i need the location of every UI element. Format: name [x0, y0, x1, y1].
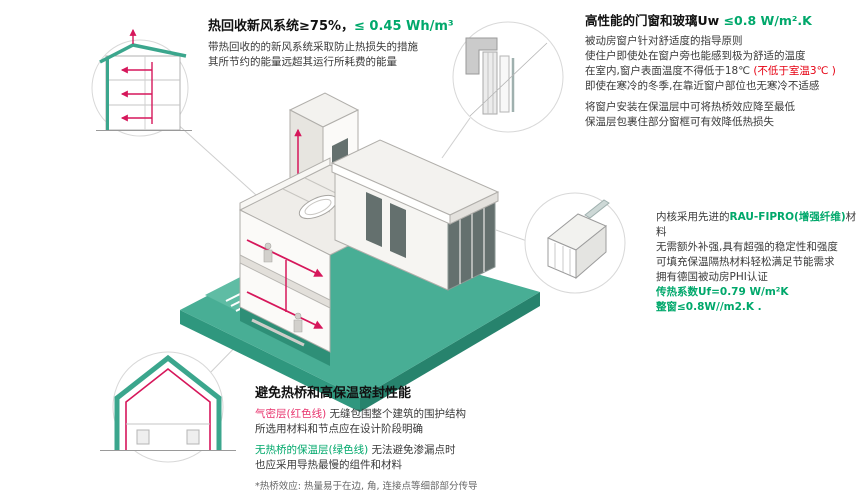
hrv-title-text: 热回收新风系统≥75%，: [208, 19, 355, 34]
ground-skirt-left: [180, 310, 360, 412]
profile-note-line1-a: 内核采用先进的: [656, 211, 730, 223]
house-window: [186, 429, 200, 445]
profile-note-line1: 内核采用先进的RAU-FIPRO(增强纤维)材料: [656, 210, 862, 240]
glazing-fin: [584, 199, 610, 219]
window-note-line1: 被动房窗户针对舒适度的指导原则: [585, 35, 743, 47]
thermal-note-line3-rest: 无法避免渗漏点时: [368, 444, 456, 456]
glass-door: [390, 203, 406, 258]
insulation-layer-label: 无热桥的保温层(绿色线): [255, 444, 369, 456]
thermal-footnote: *热桥效应: 热量易于在边, 角, 连接点等细部部分传导: [255, 481, 478, 492]
thermal-note-line4: 也应采用导热最慢的组件和材料: [255, 459, 402, 471]
thermal-annotation: 避免热桥和高保温密封性能 气密层(红色线) 无缝包围整个建筑的围护结构 所选用材…: [255, 385, 585, 492]
thermal-note-line3: 无热桥的保温层(绿色线) 无法避免渗漏点时: [255, 443, 585, 458]
ventilation-duct-lower: [246, 291, 324, 329]
airtight-layer-label: 气密层(红色线): [255, 408, 327, 420]
kitchen-counter: [251, 318, 305, 347]
profile-note-material: RAU-FIPRO(增强纤维): [729, 211, 846, 223]
window-profile-callout: [524, 192, 626, 294]
profile-note-line4: 拥有德国被动房PHI认证: [656, 271, 768, 283]
thermal-bridge-callout: [100, 351, 236, 463]
window-note-line3-warning: (不低于室温3℃ ): [753, 65, 836, 77]
parapet-wall: [239, 157, 331, 211]
section-cut-face: [239, 209, 331, 353]
window-annotation: 高性能的门窗和玻璃Uw ≤0.8 W/m².K 被动房窗户针对舒适度的指导原则 …: [585, 12, 863, 130]
airtight-layer-red: [125, 367, 211, 450]
window-title: 高性能的门窗和玻璃Uw ≤0.8 W/m².K: [585, 12, 863, 29]
thermal-note-line1: 气密层(红色线) 无缝包围整个建筑的围护结构: [255, 407, 585, 422]
ground-skirt-right: [360, 292, 540, 412]
hrv-annotation: 热回收新风系统≥75%，≤ 0.45 Wh/m³ 带热回收的的新风系统采取防止热…: [208, 18, 518, 70]
window-title-text: 高性能的门窗和玻璃Uw: [585, 13, 724, 28]
thermal-note-line2: 所选用材料和节点应在设计阶段明确: [255, 423, 423, 435]
hrv-note-line1: 带热回收的的新风系统采取防止热损失的措施: [208, 41, 418, 53]
hrv-callout: [91, 28, 192, 137]
window-sash: [499, 55, 510, 113]
insulated-roof-line: [99, 43, 187, 64]
profile-window-u-value: 整窗≤0.8W//m2.K .: [656, 301, 762, 313]
hrv-note-line2: 其所节约的能量远超其运行所耗费的能量: [208, 56, 397, 68]
window-note-line4: 即使在寒冷的冬季,在靠近窗户部位也无寒冷不适感: [585, 80, 820, 92]
thermal-title: 避免热桥和高保温密封性能: [255, 386, 412, 401]
profile-side: [575, 224, 607, 280]
thermal-note-line1-rest: 无缝包围整个建筑的围护结构: [326, 408, 467, 420]
profile-note-line2: 无需额外补强,具有超强的稳定性和强度: [656, 241, 838, 253]
profile-u-value: 传热系数Uf=0.79 W/m²K: [656, 286, 789, 298]
window-corner-callout: [452, 21, 564, 133]
wall-corner: [465, 37, 498, 75]
hrv-airflow-arrows: [120, 28, 153, 124]
section-house: [105, 55, 181, 131]
window-note-line2: 使住户即使处在窗户旁也能感到极为舒适的温度: [585, 50, 806, 62]
section-cut-line: [469, 42, 548, 117]
glass-wing: [330, 139, 500, 291]
window-title-value: ≤0.8 W/m².K: [723, 13, 812, 28]
profile-note-line3: 可填充保温隔热材料轻松满足节能需求: [656, 256, 835, 268]
profile-annotation: 内核采用先进的RAU-FIPRO(增强纤维)材料 无需额外补强,具有超强的稳定性…: [656, 210, 862, 315]
window-note-line5: 将窗户安装在保温层中可将热桥效应降至最低: [585, 101, 795, 113]
window-note-line6: 保温层包裹住部分窗框可有效降低热损失: [585, 116, 774, 128]
human-figures: [263, 242, 303, 333]
floor-slab: [239, 254, 331, 309]
main-house-illustration: [180, 92, 540, 412]
ventilation-duct-upper: [246, 239, 324, 277]
window-note-line3-text: 在室内,窗户表面温度不得低于18℃: [585, 65, 754, 77]
hrv-title: 热回收新风系统≥75%，≤ 0.45 Wh/m³: [208, 18, 518, 35]
profile-note-line1-b: 材料: [656, 211, 857, 238]
house-window: [136, 429, 150, 445]
window-note-line3: 在室内,窗户表面温度不得低于18℃ (不低于室温3℃ ): [585, 64, 863, 79]
insulation-layer-green: [114, 354, 222, 450]
glass-door: [366, 192, 382, 247]
roof-fascia: [449, 191, 499, 225]
hrv-title-value: ≤ 0.45 Wh/m³: [354, 19, 454, 34]
